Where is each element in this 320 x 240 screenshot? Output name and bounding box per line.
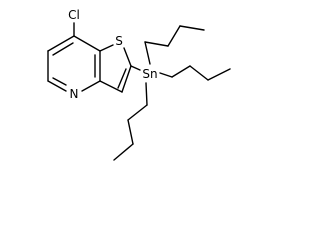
bond-butyl3-b (127, 104, 148, 121)
bond-butyl3-c (127, 119, 134, 145)
pyridine-ring (47, 35, 101, 92)
sulfur-atom-label: S (115, 34, 123, 48)
bond-sn-butyl1-a (144, 41, 151, 65)
nitrogen-atom-label: N (70, 87, 79, 101)
bond-c2-c3-inner (117, 68, 127, 89)
bond-sn-butyl2-a (159, 72, 173, 78)
tin-atom-label: Sn (142, 67, 157, 81)
bond-s1-c2 (123, 47, 132, 67)
bond-butyl2-c (189, 65, 209, 81)
bond-butyl1-b (144, 41, 169, 47)
bond-c5-n4 (47, 80, 67, 92)
bond-n4-c3a (81, 80, 101, 92)
butyl-chain-right (159, 65, 231, 81)
bond-c5-n4-inner (52, 77, 67, 86)
thiophene-ring (99, 44, 132, 93)
bond-c7-c6 (47, 35, 75, 52)
bond-sn-butyl3-a (145, 82, 148, 106)
bond-butyl2-d (207, 68, 231, 81)
chlorine-atom-label: Cl (68, 8, 80, 22)
butyl-chain-upper (144, 25, 205, 65)
stannyl-substituent (130, 65, 141, 71)
bond-c7-c7a (73, 35, 101, 52)
bond-butyl2-b (171, 65, 191, 78)
bond-c6-c6-inner (52, 42, 74, 56)
bond-butyl1-c (167, 25, 181, 47)
molecule-structure: Cl S N Sn (47, 8, 231, 161)
bond-c3-c3a (99, 80, 123, 93)
bond-butyl1-d (179, 25, 205, 31)
bond-c7a-s1 (99, 44, 114, 52)
bond-butyl3-d (113, 143, 134, 161)
bond-c2-c3 (121, 65, 132, 93)
butyl-chain-lower (113, 82, 148, 161)
bond-c2-sn (130, 65, 141, 71)
